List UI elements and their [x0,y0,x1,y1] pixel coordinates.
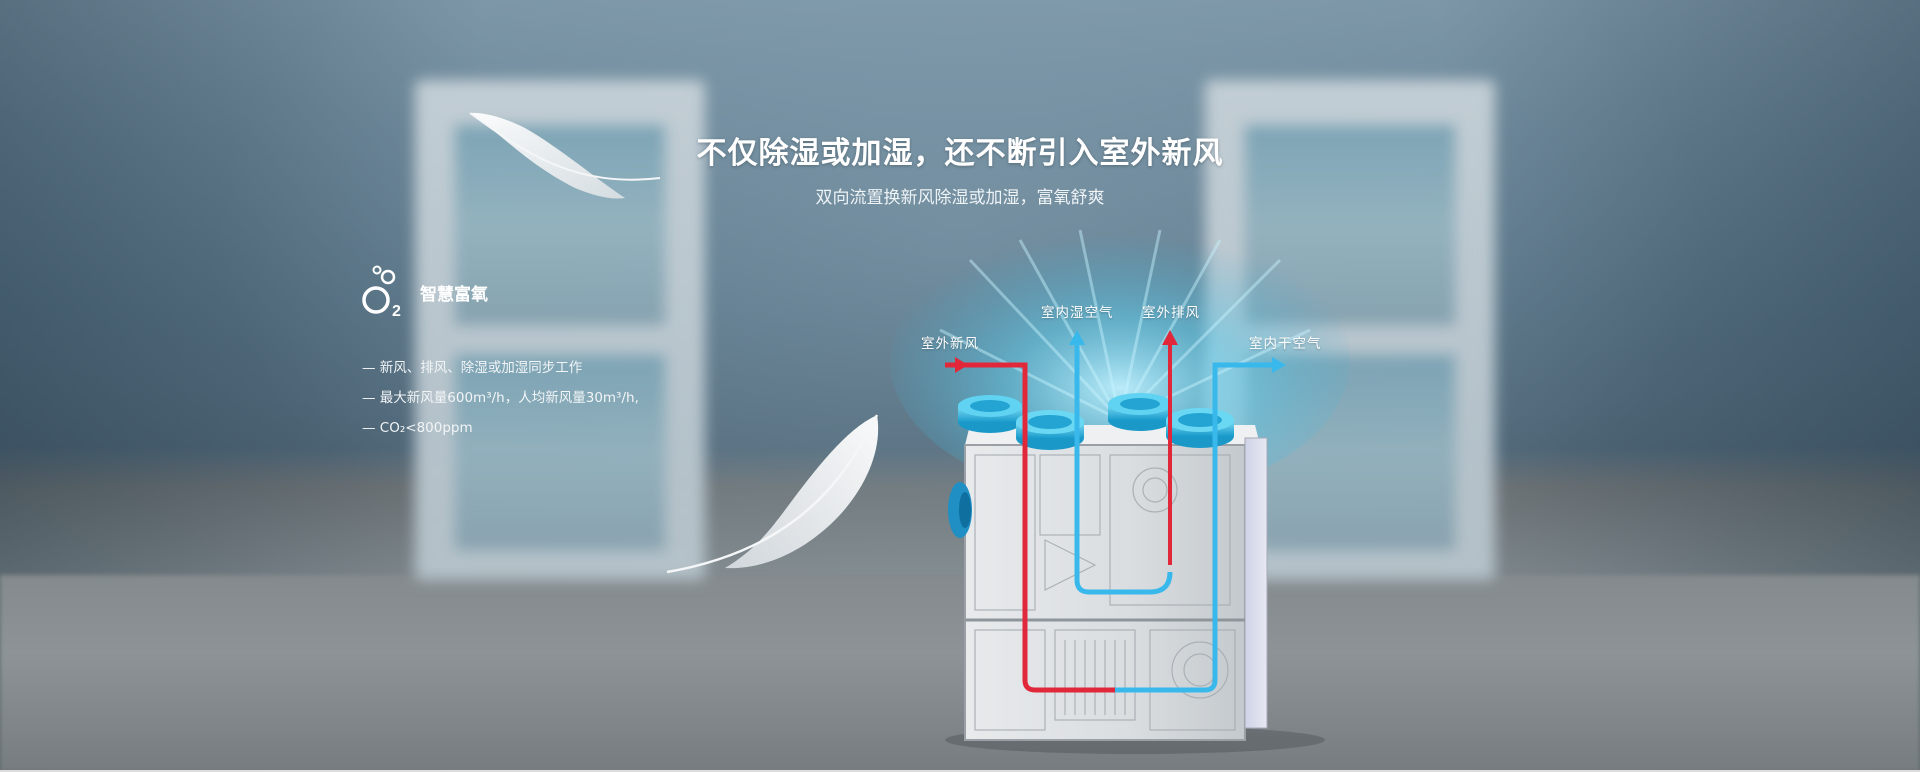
label-indoor-humid-air: 室内湿空气 [1041,305,1114,321]
label-outdoor-exhaust: 室外排风 [1142,305,1200,321]
fresh-air-arrow-icon [955,357,968,373]
hero-title: 不仅除湿或加湿，还不断引入室外新风 [696,136,1224,171]
label-outdoor-fresh-air: 室外新风 [921,336,979,352]
humid-air-arrow-icon [1069,330,1085,345]
feature-bullet: — CO₂<800ppm [362,420,473,436]
feather-bottom-image [666,414,879,574]
feather-top-image [469,112,661,199]
fresh-air-flow-path [945,362,1115,693]
hero-subtitle: 双向流置换新风除湿或加湿，富氧舒爽 [815,188,1105,208]
feature-bullet: — 新风、排风、除湿或加湿同步工作 [362,360,583,376]
feature-bullets: — 新风、排风、除湿或加湿同步工作 — 最大新风量600m³/h，人均新风量30… [362,358,639,448]
feature-bullet: — 最大新风量600m³/h，人均新风量30m³/h, [362,390,639,406]
exhaust-arrow-icon [1162,330,1178,345]
dry-air-flow-path [1115,362,1275,693]
svg-text:2: 2 [392,303,401,318]
dry-air-arrow-icon [1272,357,1286,373]
humid-air-flow-path [1074,335,1173,595]
feature-title: 智慧富氧 [420,285,488,305]
o2-bubbles-icon: 2 [362,265,401,318]
floor-background [0,575,1920,772]
label-indoor-dry-air: 室内干空气 [1249,336,1322,352]
bottom-divider [0,770,1920,772]
ventilation-unit-diagram [890,220,1350,754]
